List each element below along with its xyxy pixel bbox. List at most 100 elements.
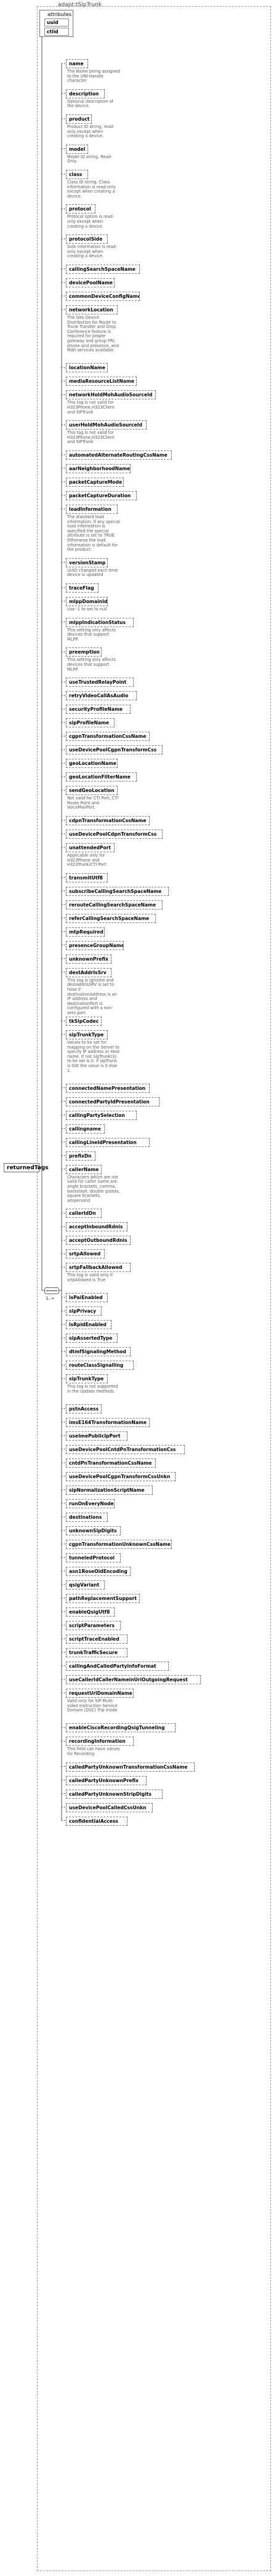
- element-unknownPrefix[interactable]: unknownPrefix: [66, 954, 112, 964]
- element-srtpFallbackAllowed[interactable]: srtpFallbackAllowed: [66, 1263, 131, 1273]
- element-referCallingSearchSpaceName[interactable]: referCallingSearchSpaceName: [66, 913, 156, 923]
- element-protocol[interactable]: protocol: [66, 204, 95, 214]
- element-srtpAllowed[interactable]: srtpAllowed: [66, 1249, 105, 1259]
- element-cntdPnTransformationCssName[interactable]: cntdPnTransformationCssName: [66, 1458, 156, 1468]
- element-mtpRequired[interactable]: mtpRequired: [66, 927, 105, 937]
- element-tunneledProtocol[interactable]: tunneledProtocol: [66, 1553, 121, 1562]
- element-destAddrIsSrv[interactable]: destAddrIsSrv: [66, 967, 112, 977]
- element-traceFlag[interactable]: traceFlag: [66, 583, 99, 593]
- element-confidentialAccess[interactable]: confidentialAccess: [66, 1816, 128, 1826]
- element-protocolSide[interactable]: protocolSide: [66, 234, 108, 244]
- element-asn1RoseOidEncoding[interactable]: asn1RoseOidEncoding: [66, 1567, 131, 1576]
- element-rerouteCallingSearchSpaceName[interactable]: rerouteCallingSearchSpaceName: [66, 900, 163, 910]
- element-cgpnTransformationCssName[interactable]: cgpnTransformationCssName: [66, 732, 150, 742]
- element-callingname[interactable]: callingname: [66, 1124, 105, 1134]
- element-recordingInformation[interactable]: recordingInformation: [66, 1737, 134, 1746]
- element-unattendedPort[interactable]: unattendedPort: [66, 843, 115, 852]
- attribute-uuid[interactable]: uuid: [44, 18, 69, 26]
- element-sipTrunkType[interactable]: sipTrunkType: [66, 1030, 108, 1039]
- element-tkSipCodec[interactable]: tkSipCodec: [66, 1017, 102, 1026]
- element-enableCiscoRecordingQsigTunneling[interactable]: enableCiscoRecordingQsigTunneling: [66, 1723, 176, 1733]
- element-geoLocationFilterName[interactable]: geoLocationFilterName: [66, 772, 137, 782]
- element-subscribeCallingSearchSpaceName[interactable]: subscribeCallingSearchSpaceName: [66, 886, 169, 896]
- element-useCallerIdCallerNameinUriOutgoingRequest[interactable]: useCallerIdCallerNameinUriOutgoingReques…: [66, 1675, 201, 1684]
- element-mediaResourceListName[interactable]: mediaResourceListName: [66, 377, 137, 386]
- element-networkHoldMohAudioSourceId[interactable]: networkHoldMohAudioSourceId: [66, 390, 156, 400]
- element-useDevicePoolCntdPnTransformationCss[interactable]: useDevicePoolCntdPnTransformationCss: [66, 1445, 185, 1454]
- element-pstnAccess[interactable]: pstnAccess: [66, 1404, 102, 1414]
- element-product[interactable]: product: [66, 114, 92, 124]
- element-callingSearchSpaceName[interactable]: callingSearchSpaceName: [66, 265, 140, 274]
- element-userHoldMohAudioSourceId[interactable]: userHoldMohAudioSourceId: [66, 420, 147, 430]
- element-useDevicePoolCgpnTransformCssUnkn[interactable]: useDevicePoolCgpnTransformCssUnkn: [66, 1472, 176, 1481]
- element-securityProfileName[interactable]: securityProfileName: [66, 705, 131, 714]
- element-callerIdDn[interactable]: callerIdDn: [66, 1209, 102, 1218]
- element-routeClassSignalling[interactable]: routeClassSignalling: [66, 1361, 134, 1370]
- element-dtmfSignalingMethod[interactable]: dtmfSignalingMethod: [66, 1347, 131, 1357]
- element-calledPartyUnknownPrefix[interactable]: calledPartyUnknownPrefix: [66, 1775, 147, 1785]
- element-packetCaptureMode[interactable]: packetCaptureMode: [66, 478, 124, 487]
- element-connectedNamePresentation[interactable]: connectedNamePresentation: [66, 1083, 150, 1093]
- element-transmitUtf8[interactable]: transmitUtf8: [66, 873, 108, 882]
- element-pathReplacementSupport[interactable]: pathReplacementSupport: [66, 1594, 140, 1603]
- element-automatedAlternateRoutingCssName[interactable]: automatedAlternateRoutingCssName: [66, 450, 172, 460]
- element-callingPartySelection[interactable]: callingPartySelection: [66, 1110, 137, 1120]
- element-model[interactable]: model: [66, 144, 88, 154]
- attribute-ctiid[interactable]: ctiid: [44, 28, 69, 36]
- element-acceptInboundRdnis[interactable]: acceptInboundRdnis: [66, 1222, 128, 1232]
- element-calledPartyUnknownStripDigits[interactable]: calledPartyUnknownStripDigits: [66, 1789, 163, 1799]
- element-presenceGroupName[interactable]: presenceGroupName: [66, 940, 124, 950]
- element-destinations[interactable]: destinations: [66, 1513, 108, 1522]
- element-sipTrunkType[interactable]: sipTrunkType: [66, 1374, 108, 1384]
- element-cgpnTransformationUnknownCssName[interactable]: cgpnTransformationUnknownCssName: [66, 1540, 172, 1549]
- element-callerName[interactable]: callerName: [66, 1164, 102, 1174]
- element-runOnEveryNode[interactable]: runOnEveryNode: [66, 1499, 115, 1508]
- element-enableQsigUtf8[interactable]: enableQsigUtf8: [66, 1607, 115, 1617]
- element-description[interactable]: description: [66, 89, 105, 98]
- element-sendGeoLocation[interactable]: sendGeoLocation: [66, 786, 118, 796]
- element-qsigVariant[interactable]: qsigVariant: [66, 1580, 105, 1590]
- element-isRpidEnabled[interactable]: isRpidEnabled: [66, 1320, 112, 1330]
- element-networkLocation[interactable]: networkLocation: [66, 305, 118, 314]
- element-connectedPartyIdPresentation[interactable]: connectedPartyIdPresentation: [66, 1097, 160, 1106]
- element-devicePoolName[interactable]: devicePoolName: [66, 278, 115, 287]
- element-acceptOutboundRdnis[interactable]: acceptOutboundRdnis: [66, 1236, 131, 1246]
- element-versionStamp[interactable]: versionStamp: [66, 558, 108, 567]
- element-useTrustedRelayPoint[interactable]: useTrustedRelayPoint: [66, 678, 134, 687]
- sequence-compositor[interactable]: [44, 1287, 59, 1294]
- element-calledPartyUnknownTransformationCssName[interactable]: calledPartyUnknownTransformationCssName: [66, 1762, 195, 1772]
- element-cdpnTransformationCssName[interactable]: cdpnTransformationCssName: [66, 816, 150, 825]
- element-isPaiEnabled[interactable]: isPaiEnabled: [66, 1293, 108, 1303]
- element-retryVideoCallAsAudio[interactable]: retryVideoCallAsAudio: [66, 691, 137, 701]
- element-mlppDomainId[interactable]: mlppDomainId: [66, 597, 108, 606]
- element-aarNeighborhoodName[interactable]: aarNeighborhoodName: [66, 464, 131, 473]
- element-callingAndCalledPartyInfoFormat[interactable]: callingAndCalledPartyInfoFormat: [66, 1662, 169, 1671]
- element-scriptTraceEnabled[interactable]: scriptTraceEnabled: [66, 1634, 128, 1644]
- element-useDevicePoolCgpnTransformCss[interactable]: useDevicePoolCgpnTransformCss: [66, 745, 163, 755]
- element-useDevicePoolCalledCssUnkn[interactable]: useDevicePoolCalledCssUnkn: [66, 1802, 153, 1812]
- element-commonDeviceConfigName[interactable]: commonDeviceConfigName: [66, 292, 140, 301]
- element-loadInformation[interactable]: loadInformation: [66, 505, 118, 514]
- root-element-returnedTags[interactable]: returnedTags: [4, 1163, 49, 1172]
- element-useDevicePoolCdpnTransformCss[interactable]: useDevicePoolCdpnTransformCss: [66, 830, 163, 839]
- element-sipNormalizationScriptName[interactable]: sipNormalizationScriptName: [66, 1486, 153, 1495]
- element-sipProfileName[interactable]: sipProfileName: [66, 718, 115, 728]
- element-preemption[interactable]: preemption: [66, 647, 102, 657]
- element-trunkTrafficSecure[interactable]: trunkTrafficSecure: [66, 1648, 128, 1657]
- element-unknownSipDigits[interactable]: unknownSipDigits: [66, 1526, 121, 1535]
- element-callingLineIdPresentation[interactable]: callingLineIdPresentation: [66, 1137, 150, 1147]
- element-sipPrivacy[interactable]: sipPrivacy: [66, 1306, 102, 1316]
- element-useImePublicIpPort[interactable]: useImePublicIpPort: [66, 1431, 128, 1441]
- element-scriptParameters[interactable]: scriptParameters: [66, 1621, 121, 1630]
- element-sipAssertedType[interactable]: sipAssertedType: [66, 1334, 118, 1343]
- element-name[interactable]: name: [66, 59, 88, 68]
- element-geoLocationName[interactable]: geoLocationName: [66, 759, 118, 769]
- attributes-group[interactable]: attributes uuid ctiid: [39, 10, 73, 37]
- element-prefixDn[interactable]: prefixDn: [66, 1151, 95, 1161]
- element-requestUriDomainName[interactable]: requestUriDomainName: [66, 1689, 134, 1698]
- element-locationName[interactable]: locationName: [66, 363, 108, 373]
- element-packetCaptureDuration[interactable]: packetCaptureDuration: [66, 491, 137, 500]
- element-mlppIndicationStatus[interactable]: mlppIndicationStatus: [66, 617, 134, 627]
- element-imsE164TransformationName[interactable]: imsE164TransformationName: [66, 1418, 150, 1427]
- element-class[interactable]: class: [66, 170, 88, 179]
